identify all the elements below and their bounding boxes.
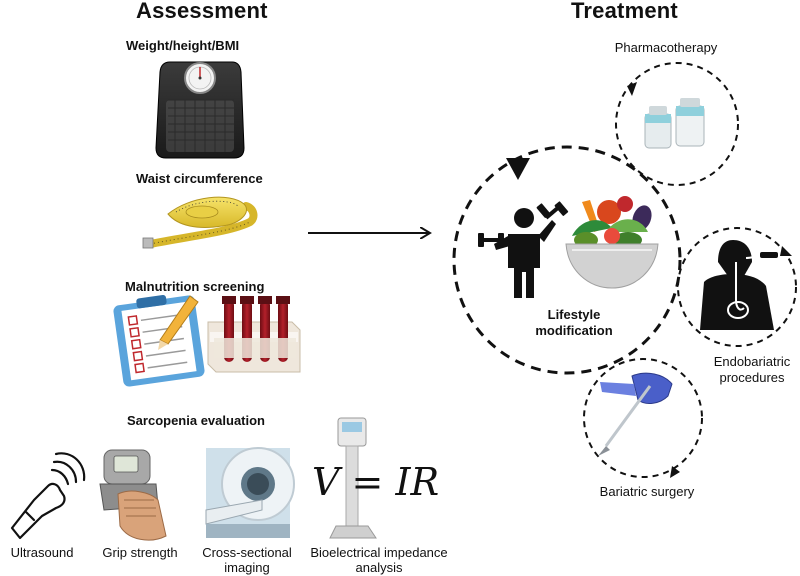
tape-measure-icon (142, 196, 258, 249)
scalpel-hand-icon (598, 372, 673, 456)
salad-bowl-icon (565, 196, 659, 289)
clipboard-icon (113, 295, 205, 387)
malnutrition-label: Malnutrition screening (125, 279, 265, 294)
grip-caption: Grip strength (102, 545, 178, 560)
bia-caption-line1: Bioelectrical impedance (310, 545, 448, 560)
endoscopy-person-icon (700, 240, 778, 330)
treatment-title: Treatment (571, 0, 678, 23)
ultrasound-probe-icon (10, 452, 86, 540)
sarcopenia-label: Sarcopenia evaluation (127, 413, 265, 428)
endo-label-line2: procedures (719, 370, 785, 385)
surgery-label: Bariatric surgery (599, 484, 695, 499)
imaging-caption-line1: Cross-sectional (202, 545, 292, 560)
test-tubes-icon (207, 296, 301, 373)
dumbbell-person-icon (478, 201, 569, 298)
surgery-circle (583, 358, 703, 478)
ultrasound-caption: Ultrasound (10, 545, 74, 560)
pharmacotherapy-label: Pharmacotherapy (614, 40, 718, 55)
assessment-title: Assessment (136, 0, 268, 23)
pharmacotherapy-circle (615, 62, 739, 186)
bia-caption-line2: analysis (355, 560, 403, 575)
vials-icon (644, 98, 705, 149)
waist-label: Waist circumference (136, 171, 263, 186)
ohms-law-formula: V = IR (312, 460, 439, 504)
lifestyle-label-line1: Lifestyle (547, 307, 601, 322)
ct-scanner-icon (205, 447, 295, 538)
grip-dynamometer-icon (99, 449, 167, 541)
scale-icon (155, 61, 245, 159)
lifestyle-label-line2: modification (535, 323, 613, 338)
endo-label-line1: Endobariatric (713, 354, 791, 369)
bia-device-icon (329, 417, 377, 539)
endobariatric-circle (677, 227, 797, 347)
lifestyle-circle (452, 145, 682, 375)
weight-label: Weight/height/BMI (126, 38, 240, 53)
imaging-caption-line2: imaging (224, 560, 270, 575)
